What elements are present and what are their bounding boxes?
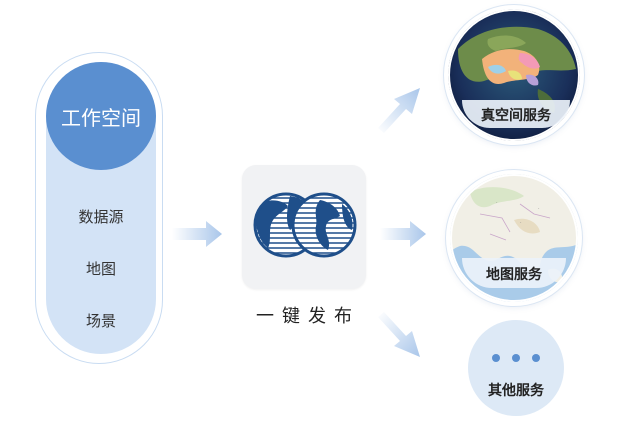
workspace-item-map: 地图: [85, 260, 116, 278]
workspace-title: 工作空间: [46, 62, 156, 170]
arrow-to-3d-service: [378, 88, 420, 133]
arrow-to-publish: [172, 221, 222, 247]
map-service-label: 地图服务: [486, 267, 542, 283]
publish-label: 一键发布: [256, 306, 360, 327]
svg-text:·: ·: [496, 200, 498, 206]
other-service-label: 其他服务: [488, 383, 544, 399]
map-icon: · · ·: [450, 174, 578, 302]
other-service-circle: [468, 320, 564, 416]
arrow-to-map-service: [380, 221, 426, 247]
ellipsis-icon: [492, 354, 540, 362]
workspace-item-datasource: 数据源: [78, 208, 124, 226]
3d-service-label-bg: [462, 100, 570, 128]
map-service-label-bg: [462, 258, 566, 288]
3d-service-label: 真空间服务: [481, 108, 551, 124]
svg-text:·: ·: [520, 220, 522, 226]
workspace-item-scene: 场景: [85, 312, 116, 330]
svg-text:·: ·: [538, 206, 540, 212]
arrow-to-other-service: [378, 312, 420, 357]
globe-icon: [253, 192, 357, 258]
